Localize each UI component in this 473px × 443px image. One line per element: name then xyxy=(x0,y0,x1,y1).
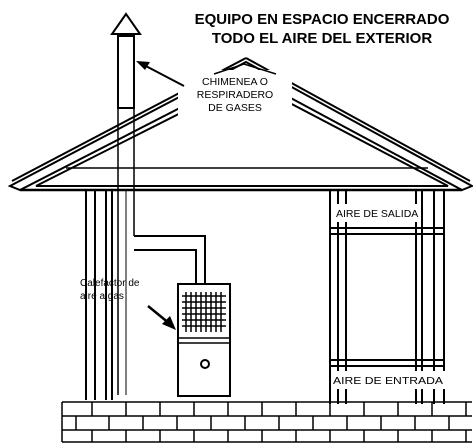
heater-label-line-1: Calefactor de xyxy=(80,278,140,289)
chimney-cap xyxy=(110,12,142,35)
chimney-label-line-1: CHIMENEA O xyxy=(202,76,268,88)
chimney-label-line-3: DE GASES xyxy=(208,102,262,114)
heater-label-line-2: aire a gas xyxy=(80,291,124,302)
inlet-air-label: AIRE DE ENTRADA xyxy=(333,375,443,387)
chimney-arrow xyxy=(141,63,185,87)
left-wall xyxy=(85,190,113,400)
chimney-pipe xyxy=(117,35,135,109)
right-wall xyxy=(329,190,445,404)
title-line-1: EQUIPO EN ESPACIO ENCERRADO xyxy=(195,11,450,28)
heater-louvers xyxy=(182,292,226,332)
flue-pipe xyxy=(134,235,206,284)
heater-control-knob xyxy=(200,359,210,369)
chimney xyxy=(110,12,142,109)
gas-heater xyxy=(177,283,231,397)
outlet-air-label: AIRE DE SALIDA xyxy=(336,208,418,220)
brick-foundation xyxy=(61,401,472,443)
chimney-label-line-2: RESPIRADERO xyxy=(197,89,273,101)
title-line-2: TODO EL AIRE DEL EXTERIOR xyxy=(212,30,432,47)
